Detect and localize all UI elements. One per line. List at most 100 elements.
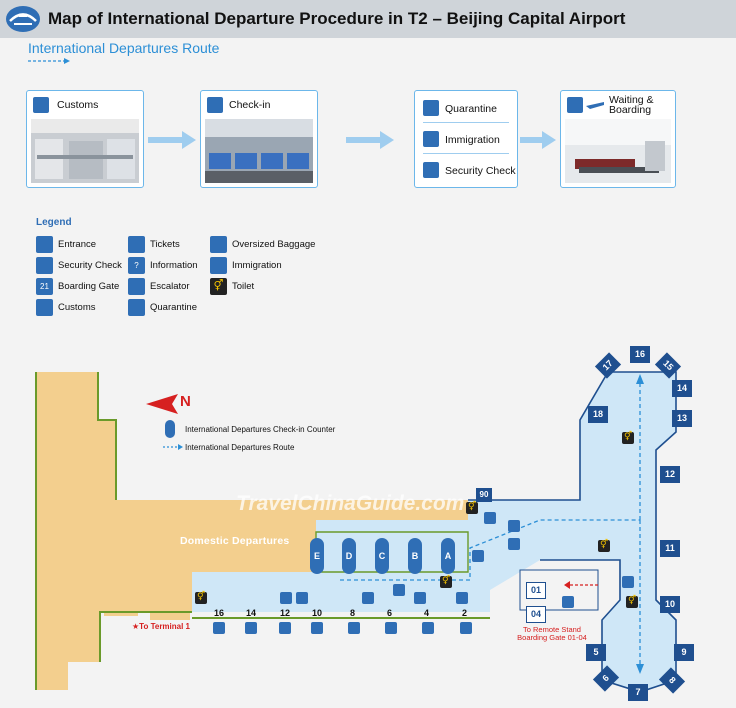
map-legend-counter-icon (165, 420, 175, 438)
step-quarantine-label: Quarantine (445, 103, 497, 115)
route-arrowhead-south (636, 664, 644, 674)
legend-escalator: Escalator (128, 278, 190, 295)
legend-customs: Customs (36, 299, 95, 316)
gate-16: 16 (630, 346, 650, 363)
immigration-icon (508, 538, 520, 550)
gate-14: 14 (672, 380, 692, 397)
toilet-icon (440, 575, 452, 588)
immigration-icon (210, 257, 227, 274)
route-title: International Departures Route (28, 40, 220, 56)
gate-label-4: 4 (424, 608, 430, 618)
legend-toilet: ⚥Toilet (210, 278, 254, 295)
header-bar: Map of International Departure Procedure… (0, 0, 736, 38)
remote-stand-arrow (564, 581, 598, 589)
oversized-baggage-icon (210, 236, 227, 253)
security-check-icon (508, 520, 520, 532)
watermark: TravelChinaGuide.com (236, 492, 465, 515)
compass-arrow (146, 394, 178, 414)
escalator-icon (472, 550, 484, 562)
toilet-icon: ⚥ (210, 278, 227, 295)
legend-tickets: Tickets (128, 236, 180, 253)
boarding-gate-icon (311, 622, 323, 634)
route-arrowhead-north (636, 374, 644, 384)
boarding-gate-icon (385, 622, 397, 634)
step-customs-label: Customs (57, 99, 99, 111)
customs-photo (31, 119, 139, 183)
gate-18: 18 (588, 406, 608, 423)
legend-security-check: Security Check (36, 257, 122, 274)
customs-icon (393, 584, 405, 596)
remote-stand-label: To Remote Stand Boarding Gate 01-04 (517, 625, 587, 642)
plane-icon (586, 102, 604, 109)
gate-01: 01 (526, 582, 546, 599)
immigration-icon (423, 131, 439, 147)
remote-stand-area (519, 569, 599, 611)
dashed-route-icon (28, 58, 70, 64)
terminal1-link (150, 612, 190, 620)
flow-arrow-1 (148, 131, 196, 149)
gate-04: 04 (526, 606, 546, 623)
counter-a: A (441, 538, 455, 574)
toilet-icon (466, 501, 478, 514)
terminal-map (35, 371, 677, 693)
tickets-icon (128, 236, 145, 253)
gate-90: 90 (476, 488, 492, 502)
information-icon (280, 592, 292, 604)
map-legend-route-label: International Departures Route (185, 443, 295, 452)
counter-c: C (375, 538, 389, 574)
checkin-photo (205, 119, 313, 183)
flow-arrow-3 (520, 131, 556, 149)
toilet-icon (622, 431, 634, 444)
tickets-icon (414, 592, 426, 604)
airplane-logo-icon (6, 6, 40, 32)
green-border (35, 372, 192, 690)
domestic-label: Domestic Departures (180, 535, 290, 547)
boarding-gate-icon (460, 622, 472, 634)
step-customs: Customs (26, 90, 144, 188)
legend-immigration: Immigration (210, 257, 282, 274)
gate-label-6: 6 (387, 608, 393, 618)
tickets-icon (484, 512, 496, 524)
security-check-icon (36, 257, 53, 274)
boarding-gate-icon (279, 622, 291, 634)
step-boarding: Waiting & Boarding (560, 90, 676, 188)
counter-e: E (310, 538, 324, 574)
legend-quarantine: Quarantine (128, 299, 197, 316)
domestic-wing (104, 584, 138, 616)
toilet-icon (195, 591, 207, 604)
domestic-area (36, 372, 468, 690)
quarantine-icon (128, 299, 145, 316)
gate-label-14: 14 (246, 608, 257, 618)
terminal1-label: ★To Terminal 1 (132, 622, 190, 631)
compass-label: N (180, 393, 191, 410)
boarding-gate-icon (245, 622, 257, 634)
escalator-icon (562, 596, 574, 608)
boarding-gate-icon (422, 622, 434, 634)
gate-12: 12 (660, 466, 680, 483)
escalator-icon (128, 278, 145, 295)
divider (423, 122, 509, 123)
gate-10: 10 (660, 596, 680, 613)
counter-d: D (342, 538, 356, 574)
gate-9: 9 (674, 644, 694, 661)
toilet-icon (626, 595, 638, 608)
gate-7: 7 (628, 684, 648, 701)
counter-b: B (408, 538, 422, 574)
toilet-icon (598, 539, 610, 552)
boarding-photo (565, 119, 671, 183)
gate-13: 13 (672, 410, 692, 427)
quarantine-icon (423, 100, 439, 116)
gate-label-8: 8 (350, 608, 356, 618)
gate-11: 11 (660, 540, 680, 557)
escalator-icon (622, 576, 634, 588)
step-security-label: Security Check (445, 165, 516, 177)
divider (423, 153, 509, 154)
legend-title: Legend (36, 217, 72, 228)
information-icon: ? (128, 257, 145, 274)
customs-icon (33, 97, 49, 113)
tickets-icon (296, 592, 308, 604)
boarding-gate-icon (213, 622, 225, 634)
step-immigration-label: Immigration (445, 134, 500, 146)
gate-label-10: 10 (312, 608, 323, 618)
